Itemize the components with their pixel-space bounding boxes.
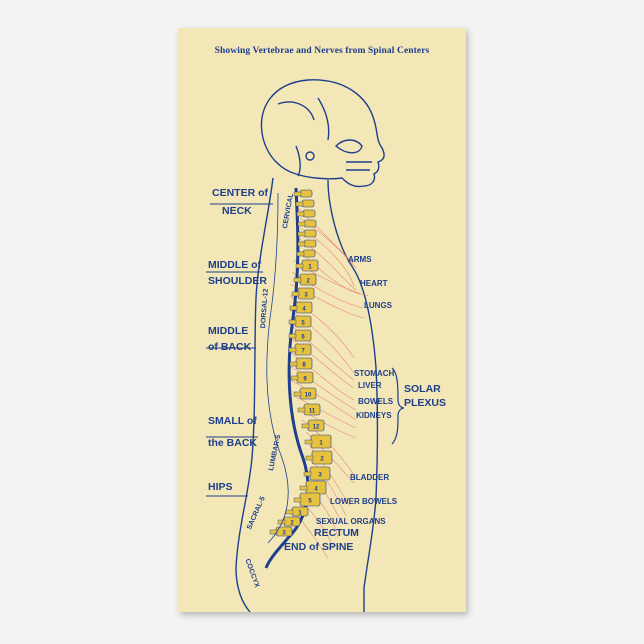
vertebra-number: 2 xyxy=(320,457,324,463)
vertebra-process xyxy=(285,509,294,515)
vertebra-process xyxy=(296,251,305,257)
vertebra-number: 11 xyxy=(309,409,316,415)
vertebra-process xyxy=(291,291,300,297)
vertebra xyxy=(302,209,316,218)
label-stomach: STOMACH xyxy=(354,369,395,378)
vertebra-process xyxy=(288,319,297,325)
vertebra-number: 9 xyxy=(303,377,307,383)
vertebra xyxy=(302,249,316,258)
vertebra-process xyxy=(295,201,304,207)
vertebra-process xyxy=(297,407,306,413)
label-center-of: CENTER of xyxy=(212,187,268,199)
label-sexual-organs: SEXUAL ORGANS xyxy=(316,517,386,526)
label-small-of: SMALL of xyxy=(208,415,257,427)
label-middle-of: MIDDLE of xyxy=(208,259,262,271)
solar-plexus-bracket xyxy=(391,367,405,445)
vertebra xyxy=(303,229,317,238)
vertebra-process xyxy=(289,305,298,311)
poster-title: Showing Vertebrae and Nerves from Spinal… xyxy=(214,46,430,56)
vertebra-process xyxy=(293,191,302,197)
label-lower-bowels: LOWER BOWELS xyxy=(330,497,398,506)
label-arms: ARMS xyxy=(348,255,372,264)
vertebra-number: 6 xyxy=(301,335,305,341)
vertebra-process xyxy=(290,375,299,381)
label-hips: HIPS xyxy=(208,481,233,493)
vertebra-process xyxy=(293,277,302,283)
vertebra-number: 2 xyxy=(290,521,294,527)
vertebra-process xyxy=(297,221,306,227)
vertebra-process xyxy=(304,439,313,445)
vertebra-process xyxy=(293,497,302,503)
label-neck: NECK xyxy=(222,205,252,217)
spinal-canal xyxy=(264,187,310,569)
vertebra-process xyxy=(297,231,306,237)
back-curve-line xyxy=(266,192,289,544)
vertebra-process xyxy=(305,455,314,461)
label-kidneys: KIDNEYS xyxy=(356,411,392,420)
label-heart: HEART xyxy=(360,279,388,288)
vertebra-process xyxy=(288,333,297,339)
label-solar: SOLAR xyxy=(404,383,441,395)
vertebra-number: 5 xyxy=(301,321,305,327)
vertebra xyxy=(299,189,313,198)
vertebra-number: 10 xyxy=(305,393,312,399)
label-shoulder: SHOULDER xyxy=(208,275,267,287)
label-rectum: RECTUM xyxy=(314,527,359,539)
label-bladder: BLADDER xyxy=(350,473,390,482)
vertebra-number: 5 xyxy=(308,499,312,505)
vertebra-number: 3 xyxy=(318,473,322,479)
vertebra-number: 2 xyxy=(306,279,310,285)
vertebra-process xyxy=(295,263,304,269)
vertebra-number: 1 xyxy=(319,441,323,447)
label-liver: LIVER xyxy=(358,381,382,390)
vertebra-number: 4 xyxy=(314,487,318,493)
label-bowels: BOWELS xyxy=(358,397,394,406)
vertebra-number: 1 xyxy=(308,265,312,271)
vertebra-number: 3 xyxy=(282,531,286,537)
vertebra-process xyxy=(303,471,312,477)
vertebra xyxy=(301,199,315,208)
label-lungs: LUNGS xyxy=(364,301,392,310)
body-outline xyxy=(327,179,379,612)
label-underlines xyxy=(206,203,273,497)
skull xyxy=(260,79,385,188)
vertebra-process xyxy=(293,391,302,397)
vertebra xyxy=(303,239,317,248)
vertebra-process xyxy=(288,347,297,353)
vertebra xyxy=(303,219,317,228)
label-of-back: of BACK xyxy=(208,341,252,353)
vertebra-process xyxy=(296,211,305,217)
vertebra-number: 8 xyxy=(302,363,306,369)
vertebra-process xyxy=(299,485,308,491)
vertebra-number: 7 xyxy=(301,349,305,355)
label-end-of-spine: END of SPINE xyxy=(284,541,354,553)
label-the-back: the BACK xyxy=(208,437,257,449)
vertebra-process xyxy=(297,241,306,247)
vertebra-process xyxy=(301,423,310,429)
vertebra-number: 3 xyxy=(304,293,308,299)
vertebra-number: 1 xyxy=(298,511,302,517)
vertebra-process xyxy=(289,361,298,367)
label-middle: MIDDLE xyxy=(208,325,249,337)
vertebra-number: 4 xyxy=(302,307,306,313)
back-outline xyxy=(235,177,274,612)
label-plexus: PLEXUS xyxy=(404,397,447,409)
vertebra-number: 12 xyxy=(313,425,320,431)
